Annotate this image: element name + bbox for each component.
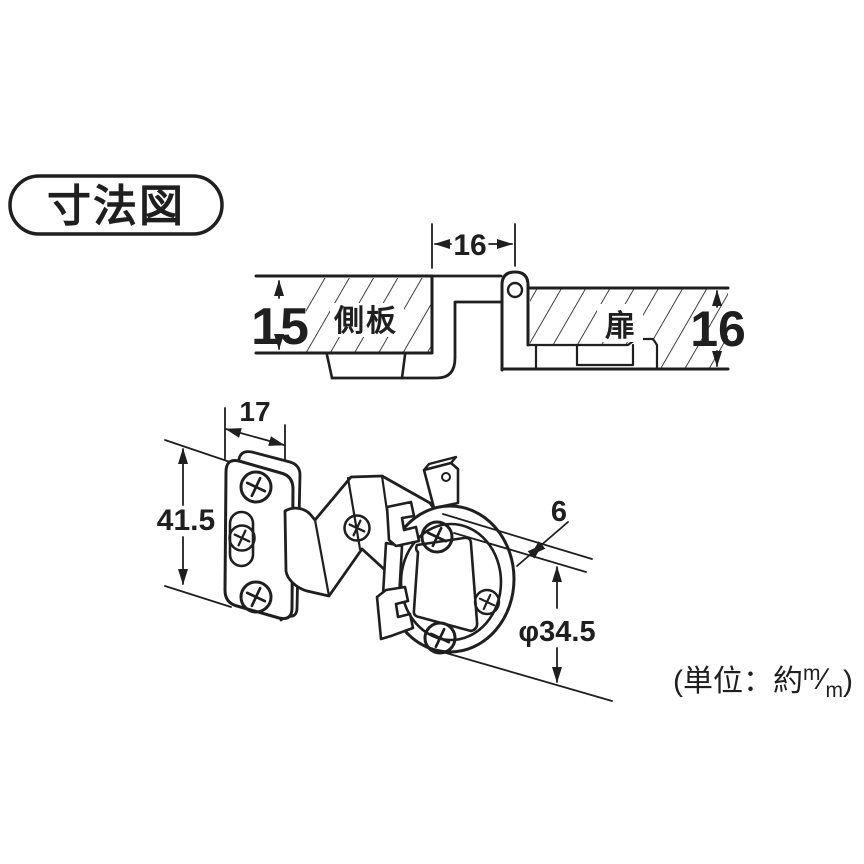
unit-note-numerator: m (803, 662, 821, 685)
cup-flange-hook-top (385, 500, 421, 548)
title-badge: 寸法図 (8, 174, 224, 236)
pivot-hole (506, 281, 524, 299)
mount-boss-sides (325, 353, 407, 380)
unit-note-prefix: (単位：約 (673, 665, 803, 698)
door-outline (500, 286, 730, 371)
dim-mount-offset-value: 16 (453, 229, 486, 262)
dim-diameter-ext-line (445, 652, 613, 702)
dim-cup-rim: 6 (442, 496, 593, 573)
hinge-cup (343, 500, 516, 655)
dim-plate-width-value: 17 (239, 396, 270, 427)
unit-note-denominator: m (826, 679, 844, 702)
cup-flange-hook-bottom (375, 585, 415, 641)
dim-cup-diameter-value: φ34.5 (518, 616, 595, 648)
cup-cavity-outline (526, 337, 659, 370)
unit-note: (単位：約m∕m) (673, 662, 853, 702)
dim-side-panel-thickness-value: 15 (251, 298, 309, 356)
dim-plate-length-value: 41.5 (157, 504, 215, 537)
dim-17-arrow (225, 428, 285, 446)
door-panel: 扉 (500, 286, 730, 371)
dim-41-ext-lines (164, 439, 232, 608)
unit-note-suffix: ) (843, 665, 853, 698)
dim-6-arrows (527, 541, 546, 559)
hinge-view: 17 41.5 6 φ34.5 (157, 396, 613, 702)
dim-door-thickness: 16 (690, 290, 746, 367)
door-label: 扉 (605, 310, 635, 343)
badge-pill (8, 174, 224, 236)
tab-hole (441, 472, 451, 482)
cup-square-hole (412, 536, 479, 633)
door-label-bg (597, 304, 643, 342)
dim-mount-offset: 16 (431, 223, 516, 269)
side-panel: 側板 (254, 274, 434, 355)
dim-plate-width: 17 (225, 396, 285, 446)
dim-door-thickness-value: 16 (690, 301, 746, 357)
hinge-strap-inner (330, 300, 503, 380)
mounting-plate (223, 450, 302, 622)
dim-6-ext-lines (442, 513, 593, 573)
hinge-cross-section (325, 270, 530, 380)
side-panel-label: 側板 (333, 305, 398, 338)
dim-cup-rim-value: 6 (551, 496, 567, 528)
badge-label: 寸法図 (47, 182, 185, 231)
side-panel-outline (254, 274, 434, 355)
dim-side-panel-thickness: 15 (251, 280, 309, 356)
dim-cup-diameter: φ34.5 (445, 566, 613, 702)
side-panel-label-bg (330, 303, 404, 337)
dim-plate-length: 41.5 (157, 448, 215, 585)
dim-ext-lines (431, 223, 516, 269)
pivot-tab (422, 455, 460, 510)
pivot-plate (500, 270, 530, 372)
plate-front (223, 459, 295, 620)
cross-section-view: 側板 扉 16 (251, 223, 746, 380)
